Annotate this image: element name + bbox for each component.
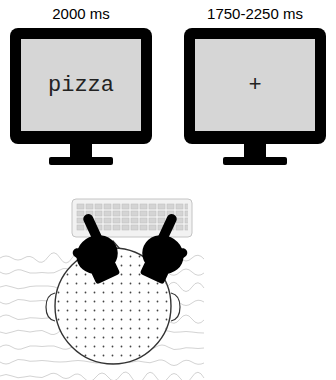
monitor-bezel — [10, 28, 152, 144]
stimulus-text: + — [195, 39, 315, 131]
monitor-bezel — [184, 28, 326, 144]
monitor-neck — [244, 143, 266, 158]
duration-label: 2000 ms — [8, 5, 154, 22]
monitor-screen — [21, 39, 141, 131]
duration-label: 1750-2250 ms — [182, 5, 328, 22]
monitor-screen — [195, 39, 315, 131]
left-hand — [59, 208, 128, 288]
stimulus-text: pizza — [21, 39, 141, 131]
right-hand — [132, 208, 201, 288]
monitor-base — [49, 157, 113, 165]
monitor: 1750-2250 ms + — [182, 2, 328, 170]
monitor-neck — [70, 143, 92, 158]
monitor: 2000 ms pizza — [8, 2, 154, 170]
monitor-base — [223, 157, 287, 165]
